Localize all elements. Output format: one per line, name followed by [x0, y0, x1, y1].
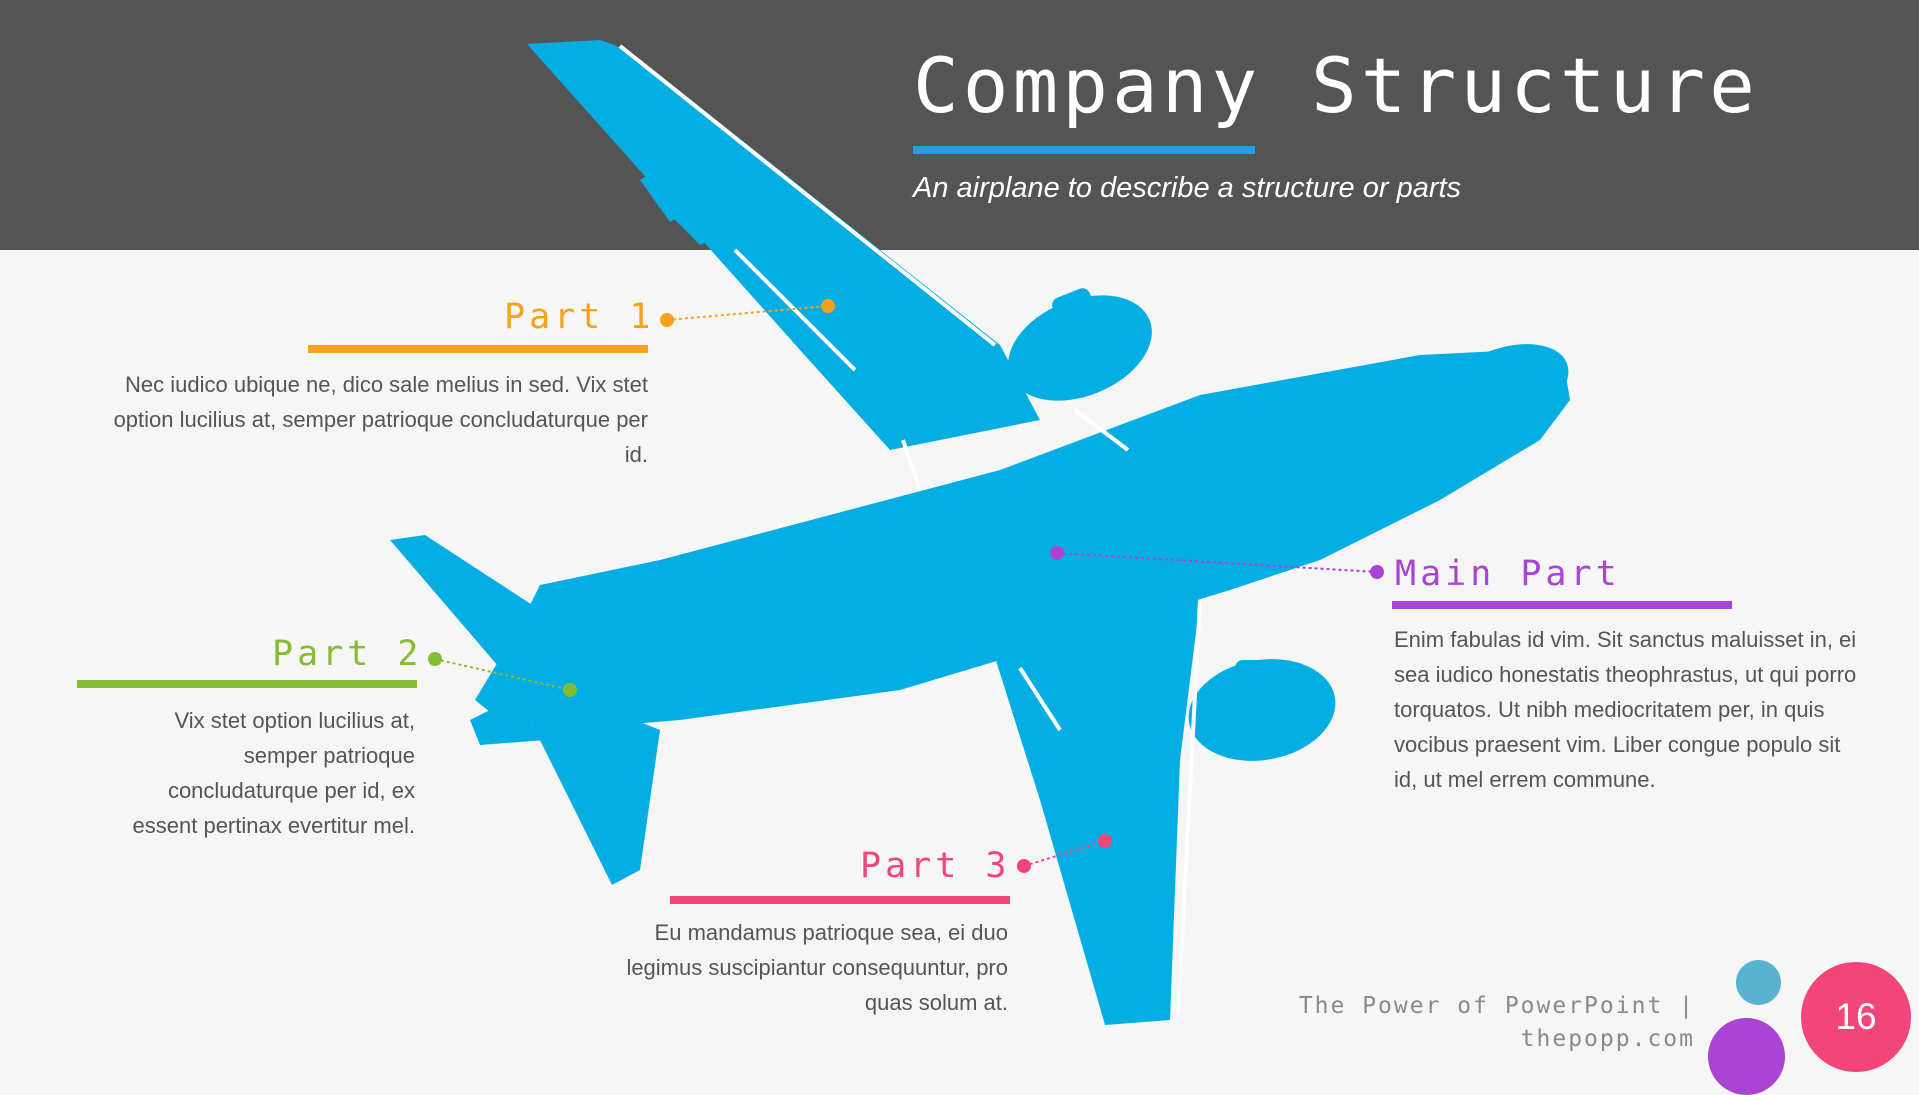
header-bar: [0, 0, 1919, 250]
page-number: 16: [1801, 962, 1911, 1072]
page-subtitle: An airplane to describe a structure or p…: [913, 172, 1462, 204]
part1-bar: [308, 345, 648, 353]
part3-bar: [670, 896, 1010, 904]
title-underline: [913, 146, 1255, 154]
part3-label: Part 3: [860, 846, 1011, 886]
part2-description: Vix stet option lucilius at, semper patr…: [132, 708, 415, 838]
main-part-description: Enim fabulas id vim. Sit sanctus maluiss…: [1394, 627, 1857, 792]
footer-tagline: The Power of PowerPoint |: [1298, 993, 1695, 1019]
decor-circle-teal: [1736, 960, 1781, 1005]
part1-description: Nec iudico ubique ne, dico sale melius i…: [113, 372, 648, 467]
page-title: Company Structure: [913, 41, 1759, 130]
decor-circle-purple: [1708, 1018, 1785, 1095]
main-part-bar: [1392, 601, 1732, 609]
main-part-label: Main Part: [1395, 554, 1621, 594]
part2-label: Part 2: [272, 634, 423, 674]
part3-description: Eu mandamus patrioque sea, ei duo legimu…: [626, 920, 1008, 1015]
footer-website: thepopp.com: [1520, 1026, 1695, 1052]
part1-label: Part 1: [504, 297, 655, 337]
part2-bar: [77, 680, 417, 688]
